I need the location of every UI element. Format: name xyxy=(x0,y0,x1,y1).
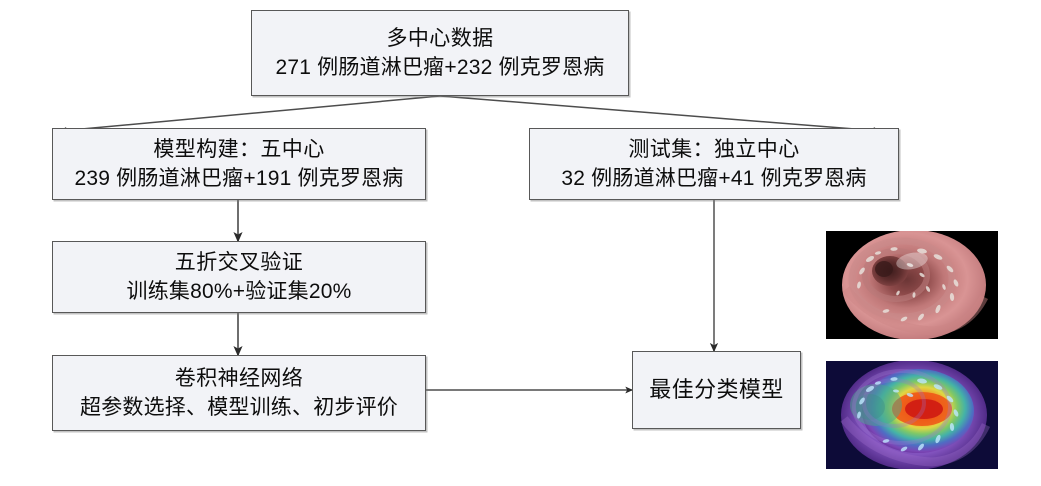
node-best-model-line1: 最佳分类模型 xyxy=(649,376,784,402)
node-source-data-line1: 多中心数据 xyxy=(386,26,494,50)
endoscopy-photo xyxy=(826,231,998,339)
node-cross-validation-line2: 训练集80%+验证集20% xyxy=(126,279,352,303)
node-best-model: 最佳分类模型 xyxy=(632,351,801,429)
node-model-build: 模型构建：五中心 239 例肠道淋巴瘤+191 例克罗恩病 xyxy=(52,128,426,200)
node-source-data-line2: 271 例肠道淋巴瘤+232 例克罗恩病 xyxy=(275,55,605,79)
node-test-set-line2: 32 例肠道淋巴瘤+41 例克罗恩病 xyxy=(561,166,867,190)
node-test-set: 测试集：独立中心 32 例肠道淋巴瘤+41 例克罗恩病 xyxy=(529,128,899,200)
connector-source-to-testset xyxy=(439,95,882,134)
node-cnn-line1: 卷积神经网络 xyxy=(174,366,304,390)
node-model-build-line1: 模型构建：五中心 xyxy=(153,137,325,161)
node-model-build-line2: 239 例肠道淋巴瘤+191 例克罗恩病 xyxy=(74,166,404,190)
node-test-set-line1: 测试集：独立中心 xyxy=(628,137,800,161)
node-source-data: 多中心数据 271 例肠道淋巴瘤+232 例克罗恩病 xyxy=(251,10,629,96)
node-cross-validation: 五折交叉验证 训练集80%+验证集20% xyxy=(52,241,426,313)
gradcam-heatmap-photo xyxy=(826,361,998,469)
node-cnn-line2: 超参数选择、模型训练、初步评价 xyxy=(80,395,398,419)
connector-source-to-model-build xyxy=(58,95,441,134)
node-cnn: 卷积神经网络 超参数选择、模型训练、初步评价 xyxy=(52,355,426,431)
node-cross-validation-line1: 五折交叉验证 xyxy=(174,250,304,274)
